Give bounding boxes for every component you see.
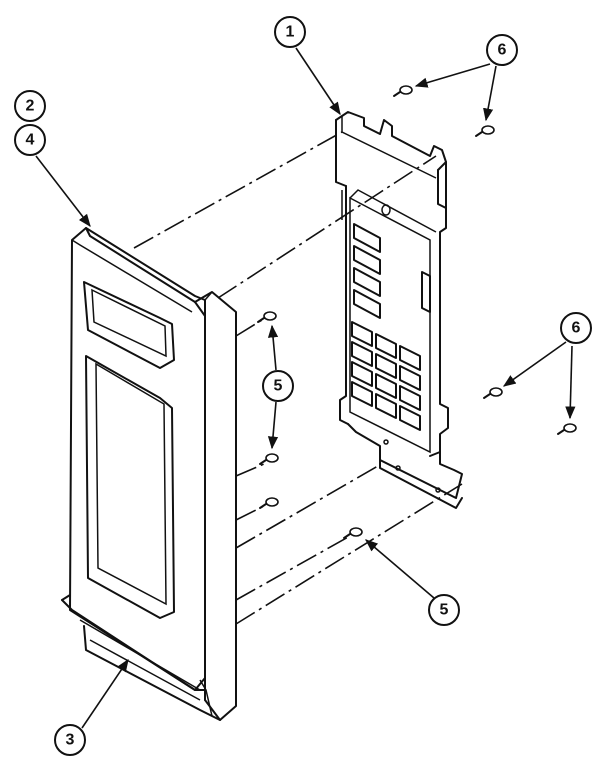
callout-2: 2	[14, 90, 46, 122]
callout-5-left-label: 5	[274, 378, 283, 395]
callout-6-right-label: 6	[572, 320, 581, 337]
screw-left-middle	[259, 453, 279, 465]
front-panel	[61, 227, 237, 721]
callout-4: 4	[14, 124, 46, 156]
callout-5-left: 5	[262, 370, 294, 402]
callout-1-label: 1	[286, 24, 295, 41]
callout-6-top: 6	[486, 34, 518, 66]
control-board	[335, 111, 463, 509]
leader-lines	[35, 47, 576, 729]
screw-right-lower	[557, 423, 577, 435]
screw-right-upper	[483, 387, 503, 399]
screw-bottom-center	[343, 527, 363, 539]
screw-left-lower	[259, 497, 279, 509]
callout-3: 3	[54, 724, 86, 756]
callout-2-label: 2	[26, 98, 35, 115]
callout-6-right: 6	[560, 312, 592, 344]
callout-1: 1	[274, 16, 306, 48]
callout-3-label: 3	[66, 732, 75, 749]
callout-5-bottom-label: 5	[440, 602, 449, 619]
screw-left-upper	[257, 311, 277, 323]
callout-5-bottom: 5	[428, 594, 460, 626]
screws	[257, 85, 577, 539]
alignment-lines	[133, 131, 463, 625]
callout-4-label: 4	[26, 132, 35, 149]
screw-top-right	[475, 125, 495, 137]
callout-6-top-label: 6	[498, 42, 507, 59]
screw-top-left	[393, 85, 413, 97]
